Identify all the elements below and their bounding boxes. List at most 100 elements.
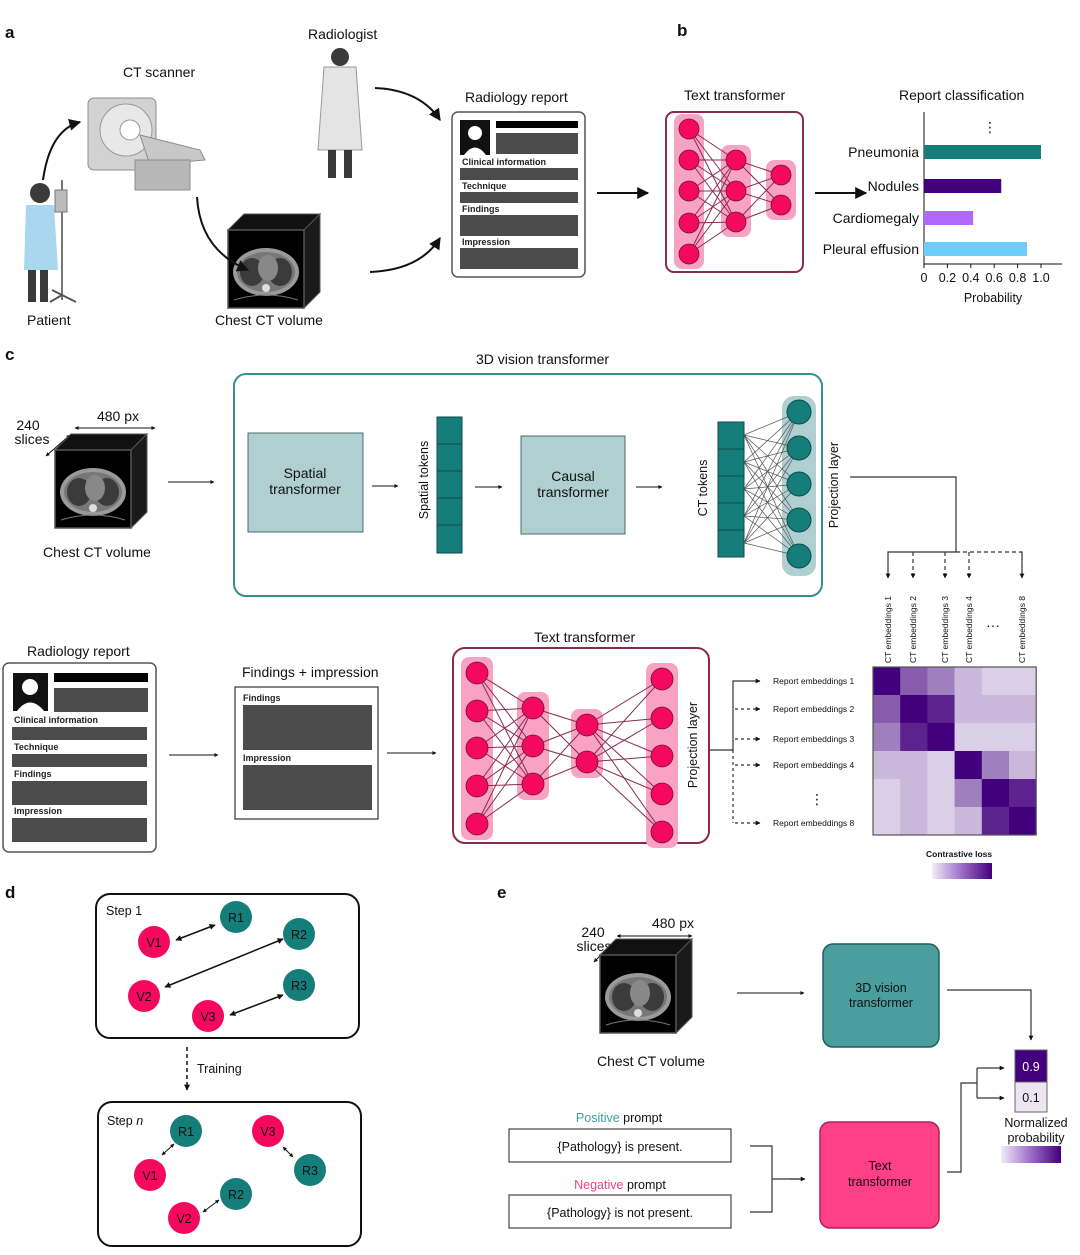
panel-e-label: e <box>497 883 506 902</box>
node-label: R1 <box>228 911 244 925</box>
norm-prob-label-1: Normalized <box>1004 1116 1067 1130</box>
chest-ct-label-e: Chest CT volume <box>597 1053 705 1069</box>
nn-b-node <box>770 194 792 216</box>
report-embedding-label: Report embeddings 1 <box>773 676 855 686</box>
spatial-transformer-block <box>247 432 364 533</box>
heatmap-cell <box>1009 779 1037 808</box>
node-label: V2 <box>136 990 151 1004</box>
heatmap-cell <box>981 751 1010 780</box>
connector-vision-to-ct-embeddings <box>850 476 957 579</box>
heatmap-cell <box>900 667 928 696</box>
contrastive-loss-colorbar <box>932 863 992 879</box>
x-tick-label: 0.8 <box>1009 271 1026 285</box>
panel-c-label: c <box>5 345 14 364</box>
chest-ct-cube-icon-e <box>599 938 693 1034</box>
radiologist-illustration <box>317 48 363 178</box>
pair-arrow <box>229 994 284 1016</box>
node-label: V1 <box>146 936 161 950</box>
patient-illustration <box>24 180 77 303</box>
nn-c-node <box>575 713 599 737</box>
text-transformer-label-e-1: Text <box>869 1159 892 1173</box>
nn-b-edge <box>735 174 782 223</box>
nn-c-edge <box>476 707 534 749</box>
report-embedding-label: Report embeddings 3 <box>773 734 855 744</box>
nn-b-node <box>678 118 700 140</box>
node-circle <box>252 1115 284 1147</box>
dim-px-label-c: 480 px <box>97 408 139 424</box>
report-section-technique-a: Technique <box>462 181 506 191</box>
heatmap-cell <box>900 751 928 780</box>
ct-token <box>717 529 745 558</box>
node-label: R2 <box>228 1188 244 1202</box>
bar <box>924 242 1027 256</box>
spatial-tokens-label: Spatial tokens <box>417 441 431 520</box>
ct-scanner-label: CT scanner <box>123 64 195 80</box>
ct-tokens-projection-network <box>717 396 816 576</box>
node-circle <box>294 1154 326 1186</box>
ct-token <box>717 475 745 504</box>
report-section-technique-c: Technique <box>14 742 58 752</box>
fi-findings-label: Findings <box>243 693 281 703</box>
nn-c-edge <box>532 724 588 785</box>
vision-transformer-block-e <box>822 943 940 1048</box>
ct-embedding-label: CT embeddings 3 <box>940 596 950 663</box>
heatmap-cell <box>1009 723 1037 752</box>
nn-b-edge <box>688 190 737 255</box>
nn-c-node <box>521 772 545 796</box>
panel-d-label: d <box>5 883 15 902</box>
nn-c-node <box>465 774 489 798</box>
ct-proj-edge <box>743 461 800 557</box>
heatmap-cell <box>954 695 983 724</box>
causal-transformer-block <box>520 435 626 535</box>
heatmap-cell <box>981 695 1010 724</box>
category-label: Pneumonia <box>848 144 919 160</box>
bar <box>924 145 1041 159</box>
heatmap-cell <box>873 667 901 696</box>
nn-c-node <box>650 667 674 691</box>
nn-b-node <box>725 211 747 233</box>
heatmap-cell <box>954 807 983 836</box>
heatmap-cell <box>927 723 955 752</box>
projection-node <box>786 435 812 461</box>
norm-prob-label-2: probability <box>1008 1131 1066 1145</box>
nn-c-edge <box>586 717 663 763</box>
x-tick-label: 1.0 <box>1032 271 1049 285</box>
step1-label: Step 1 <box>106 904 142 918</box>
node-label: R1 <box>178 1125 194 1139</box>
heatmap-cell <box>981 779 1010 808</box>
ct-embedding-label: CT embeddings 4 <box>964 596 974 663</box>
text-transformer-network-b <box>665 111 804 273</box>
projection-node <box>786 399 812 425</box>
heatmap-cell <box>1009 807 1037 836</box>
node-circle <box>134 1159 166 1191</box>
ct-proj-edge <box>743 411 800 490</box>
negative-prompt-text: {Pathology} is not present. <box>547 1206 693 1220</box>
nn-b-node <box>678 212 700 234</box>
category-label: Cardiomegaly <box>833 210 919 226</box>
panel-b-label: b <box>677 21 687 40</box>
ct-proj-edge <box>743 488 800 557</box>
training-label: Training <box>197 1062 242 1076</box>
report-section-clinical-a: Clinical information <box>462 157 546 167</box>
projection-node <box>786 507 812 533</box>
x-tick-label: 0.6 <box>986 271 1003 285</box>
ct-embeddings-ellipsis: ··· <box>986 617 1000 633</box>
vision-transformer-label-e-2: transformer <box>849 996 913 1010</box>
node-label: R3 <box>302 1164 318 1178</box>
nn-c-node <box>521 734 545 758</box>
prob-high-value: 0.9 <box>1022 1060 1039 1074</box>
ct-embedding-label: CT embeddings 8 <box>1017 596 1027 663</box>
report-section-findings-a: Findings <box>462 204 500 214</box>
ct-proj-edge <box>743 483 800 544</box>
node-circle <box>170 1115 202 1147</box>
ct-scanner-illustration <box>87 97 206 191</box>
norm-prob-colorbar <box>1001 1146 1061 1163</box>
heatmap-cell <box>981 667 1010 696</box>
x-tick-label: 0.4 <box>962 271 979 285</box>
chart-ellipsis: ⋮ <box>983 119 997 135</box>
report-embeddings-ellipsis: ⋮ <box>810 791 824 807</box>
